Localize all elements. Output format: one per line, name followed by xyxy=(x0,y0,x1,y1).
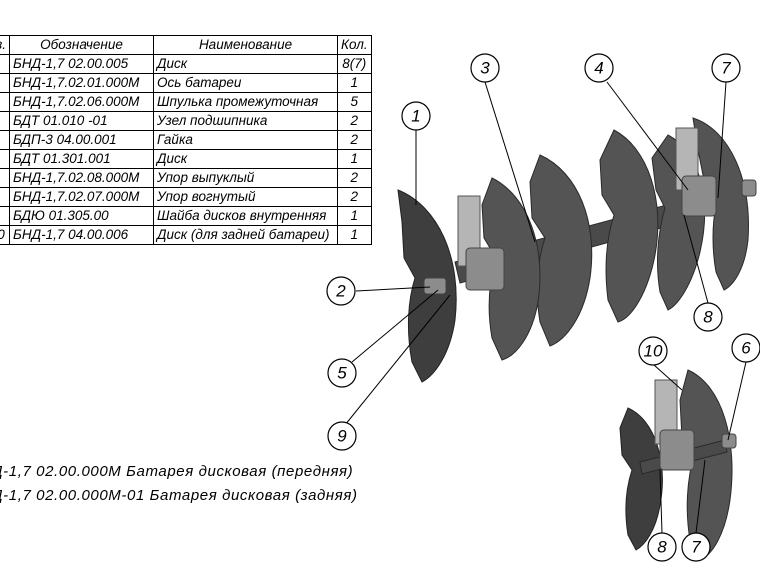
cell-name: Диск (для задней батареи) xyxy=(153,225,339,245)
nut xyxy=(423,277,447,295)
callout-3: 3 xyxy=(470,53,500,83)
bearing-unit xyxy=(681,175,717,217)
callout-2: 2 xyxy=(326,276,356,306)
parts-table: з. Обозначение Наименование Кол. БНД-1,7… xyxy=(0,35,372,245)
cell-designation: БНД-1,7 04.00.006 xyxy=(9,225,155,245)
table-header-row: з. Обозначение Наименование Кол. xyxy=(0,35,372,55)
captions: Д-1,7 02.00.000М Батарея дисковая (перед… xyxy=(0,460,358,508)
cell-designation: БДТ 01.301.001 xyxy=(9,149,155,169)
cell-name: Гайка xyxy=(153,130,339,150)
bearing-unit xyxy=(659,429,695,471)
nut xyxy=(741,179,757,197)
header-qty: Кол. xyxy=(337,35,372,55)
svg-text:8: 8 xyxy=(657,538,667,557)
cell-name: Диск xyxy=(153,54,339,74)
cell-designation: БДП-3 04.00.001 xyxy=(9,130,155,150)
svg-text:6: 6 xyxy=(741,339,751,358)
svg-text:7: 7 xyxy=(691,538,701,557)
svg-text:9: 9 xyxy=(337,427,347,446)
rear-disc-battery xyxy=(619,369,737,561)
bearing-unit xyxy=(465,247,505,291)
header-name: Наименование xyxy=(153,35,339,55)
callout-5: 5 xyxy=(327,358,357,388)
cell-designation: БНД-1,7.02.01.000М xyxy=(9,73,155,93)
svg-text:7: 7 xyxy=(721,59,731,78)
caption-rear-battery: Д-1,7 02.00.000М-01 Батарея дисковая (за… xyxy=(0,487,358,504)
cell-pos: 0 xyxy=(0,225,11,245)
caption-front-battery: Д-1,7 02.00.000М Батарея дисковая (перед… xyxy=(0,463,354,480)
cell-name: Шайба дисков внутренняя xyxy=(153,206,339,226)
callout-7-front: 7 xyxy=(711,53,741,83)
leader-lines xyxy=(344,81,747,534)
cell-qty: 1 xyxy=(337,73,372,93)
callout-8-front: 8 xyxy=(693,302,723,332)
callout-1: 1 xyxy=(401,101,431,131)
callout-10: 10 xyxy=(638,336,668,366)
front-disc-battery xyxy=(397,117,757,383)
svg-text:2: 2 xyxy=(335,282,346,301)
callout-4: 4 xyxy=(584,53,614,83)
cell-qty: 2 xyxy=(337,130,372,150)
callout-8-rear: 8 xyxy=(647,532,677,562)
cell-qty: 1 xyxy=(337,225,372,245)
cell-name: Диск xyxy=(153,149,339,169)
cell-name: Упор вогнутый xyxy=(153,187,339,207)
svg-text:10: 10 xyxy=(644,342,663,361)
cell-name: Упор выпуклый xyxy=(153,168,339,188)
svg-text:1: 1 xyxy=(411,107,420,126)
disc xyxy=(692,117,749,291)
svg-text:3: 3 xyxy=(480,59,490,78)
svg-text:8: 8 xyxy=(703,308,713,327)
svg-text:4: 4 xyxy=(594,59,603,78)
callout-7-rear: 7 xyxy=(681,532,711,562)
cell-name: Шпулька промежуточная xyxy=(153,92,339,112)
disc xyxy=(679,369,733,561)
svg-text:5: 5 xyxy=(337,364,347,383)
cell-designation: БДЮ 01.305.00 xyxy=(9,206,155,226)
cell-qty: 2 xyxy=(337,111,372,131)
cell-qty: 8(7) xyxy=(337,54,372,74)
cell-name: Узел подшипника xyxy=(153,111,339,131)
callout-9: 9 xyxy=(327,421,357,451)
callout-6: 6 xyxy=(731,333,760,363)
disc xyxy=(599,129,659,323)
